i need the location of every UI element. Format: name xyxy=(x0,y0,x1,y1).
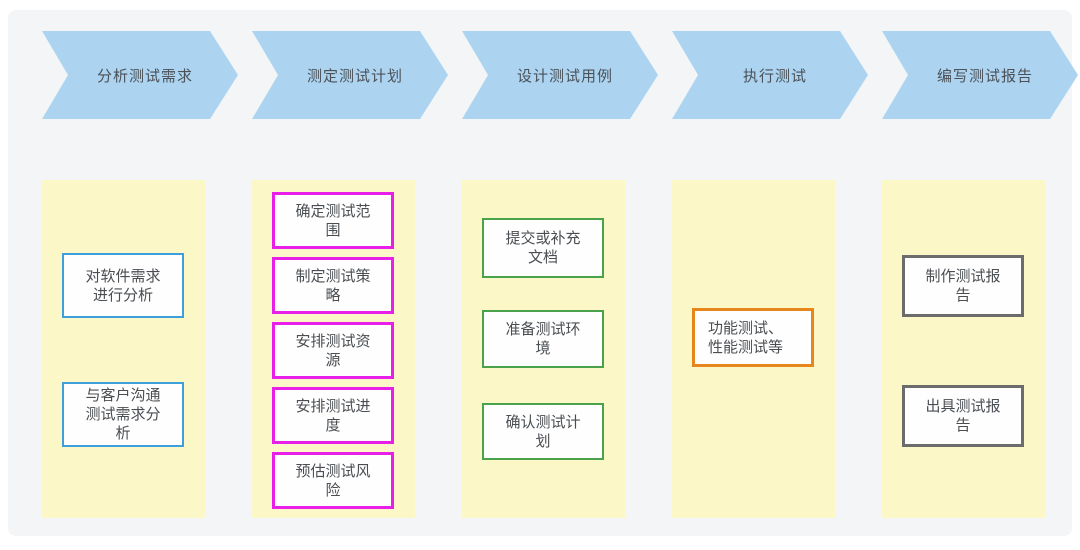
chevron-label: 编写测试报告 xyxy=(936,67,1033,85)
task-box: 与客户沟通 测试需求分 析 xyxy=(62,382,184,447)
task-label: 准备测试环 境 xyxy=(505,321,581,357)
column-analyze-test-requirements: 对软件需求 进行分析 与客户沟通 测试需求分 析 xyxy=(42,180,205,518)
task-label: 预估测试风 险 xyxy=(295,462,371,499)
task-label: 制作测试报 告 xyxy=(925,268,1001,304)
task-box: 准备测试环 境 xyxy=(482,310,604,368)
chevron-write-test-report: 编写测试报告 xyxy=(882,31,1078,119)
chevron-label: 执行测试 xyxy=(742,67,807,85)
task-box: 出具测试报 告 xyxy=(902,385,1024,447)
task-label: 与客户沟通 测试需求分 析 xyxy=(85,387,161,442)
task-box: 确认测试计 划 xyxy=(482,403,604,460)
chevron-label: 设计测试用例 xyxy=(516,67,613,85)
task-box: 制定测试策 略 xyxy=(272,257,394,314)
column-execute-tests: 功能测试、 性能测试等 xyxy=(672,180,835,518)
task-label: 提交或补充 文档 xyxy=(505,230,581,266)
chevron-define-test-plan: 测定测试计划 xyxy=(252,31,448,119)
task-label: 安排测试资 源 xyxy=(295,332,371,369)
task-box: 功能测试、 性能测试等 xyxy=(692,308,814,367)
column-write-test-report: 制作测试报 告 出具测试报 告 xyxy=(882,180,1045,518)
chevron-design-test-cases: 设计测试用例 xyxy=(462,31,658,119)
task-box: 安排测试资 源 xyxy=(272,322,394,379)
task-label: 确认测试计 划 xyxy=(505,413,581,450)
task-box: 预估测试风 险 xyxy=(272,452,394,509)
chevron-label: 分析测试需求 xyxy=(96,67,193,85)
task-label: 制定测试策 略 xyxy=(295,267,371,304)
column-design-test-cases: 提交或补充 文档 准备测试环 境 确认测试计 划 xyxy=(462,180,625,518)
task-box: 安排测试进 度 xyxy=(272,387,394,444)
task-box: 确定测试范 围 xyxy=(272,192,394,249)
task-label: 出具测试报 告 xyxy=(925,398,1001,434)
chevron-execute-tests: 执行测试 xyxy=(672,31,868,119)
task-label: 安排测试进 度 xyxy=(295,397,371,434)
task-label: 对软件需求 进行分析 xyxy=(85,267,161,304)
column-define-test-plan: 确定测试范 围 制定测试策 略 安排测试资 源 安排测试进 度 预估测试风 险 xyxy=(252,180,415,518)
task-box: 对软件需求 进行分析 xyxy=(62,253,184,318)
chevron-label: 测定测试计划 xyxy=(306,67,403,85)
task-box: 制作测试报 告 xyxy=(902,255,1024,317)
task-label: 功能测试、 性能测试等 xyxy=(708,319,784,356)
chevron-analyze-test-requirements: 分析测试需求 xyxy=(42,31,238,119)
task-box: 提交或补充 文档 xyxy=(482,218,604,278)
task-label: 确定测试范 围 xyxy=(295,202,371,239)
